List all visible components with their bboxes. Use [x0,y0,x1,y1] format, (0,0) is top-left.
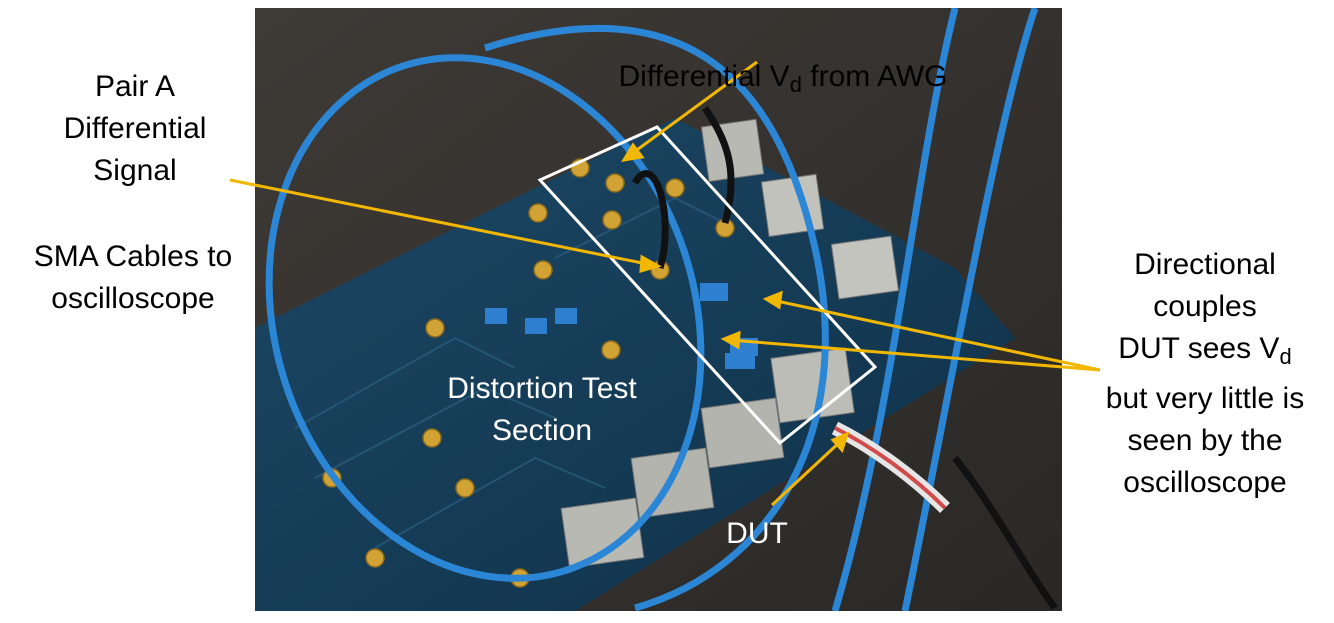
vd-arrowhead [621,142,645,163]
directional-line1: Directional couples DUT sees V [1118,248,1280,365]
directional-arrowhead-2 [720,330,741,350]
pair-a-arrow [229,178,653,267]
distortion-test-section-label: Distortion Test Section [447,372,637,447]
sma-cables-label: SMA Cables to oscilloscope [33,240,233,315]
vd-prefix: Differential V [618,60,790,93]
pair-a-arrowhead [639,254,662,274]
pair-a-label: Pair A Differential Signal [63,70,207,187]
directional-arrowhead-1 [762,290,783,310]
directional-coupler-highlight-box [537,125,878,446]
dut-cable [831,421,950,513]
dut-arrowhead [830,431,850,453]
pcb-traces [294,196,736,549]
directional-arrow-1 [771,298,1101,372]
directional-line2: but very little is seen by the oscillosc… [1105,382,1305,499]
test-board-photo [255,8,1062,611]
pcb-board [255,118,1015,611]
vd-subscript: d [789,72,802,97]
dut-label: DUT [726,517,788,550]
vd-suffix: from AWG [801,60,948,93]
dut-arrow [770,438,844,507]
sma-connectors [322,158,735,588]
vd-arrow [629,60,758,157]
directional-subscript: d [1279,344,1292,369]
vd-from-awg-label: Differential Vd from AWG [583,14,983,106]
directional-arrow-2 [729,338,1101,372]
blue-sma-cables [265,8,1039,611]
directional-couples-label: Directional couples DUT sees Vd but very… [1085,202,1325,546]
